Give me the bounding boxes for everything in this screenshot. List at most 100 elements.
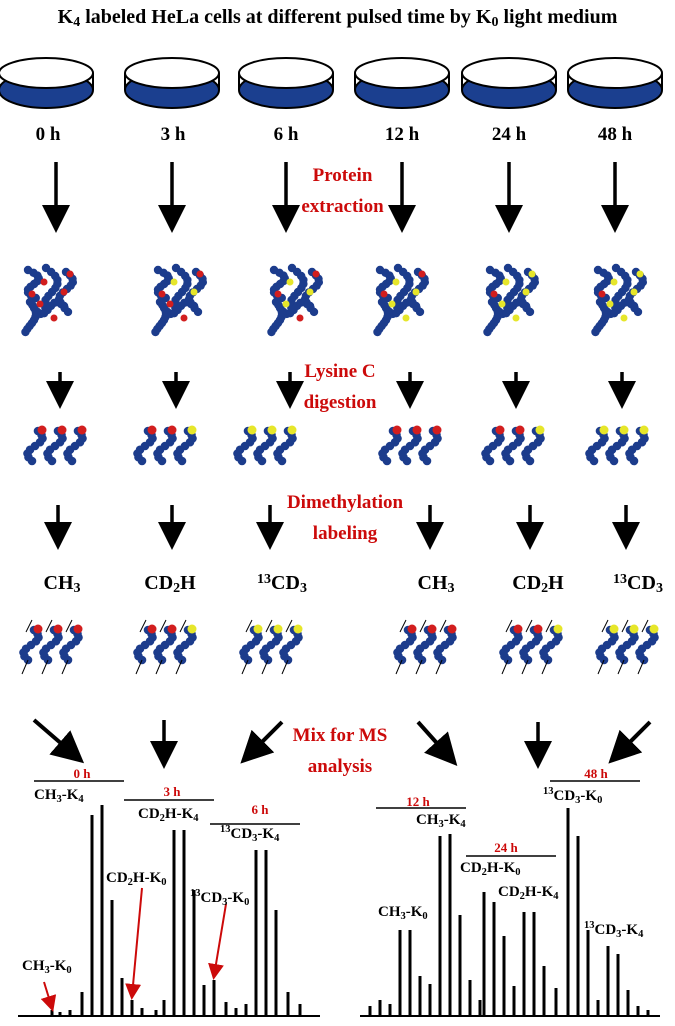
tag-line <box>621 619 629 633</box>
bead <box>277 456 287 466</box>
tag-line <box>135 659 143 675</box>
bead <box>137 456 147 466</box>
bead <box>373 327 382 337</box>
bead <box>629 456 639 466</box>
bead <box>382 456 392 466</box>
red-bead <box>598 290 606 298</box>
protein-blob-icon <box>483 263 540 337</box>
tag-line <box>139 619 147 633</box>
terminal-bead <box>73 624 83 634</box>
terminal-bead <box>629 624 639 634</box>
tag-line <box>25 619 33 633</box>
arrow-to-spectrum-icon <box>416 720 458 766</box>
peak-label-ch3-k4-right: CH3-K4 <box>416 812 466 830</box>
tag-line <box>521 659 529 675</box>
tag-line <box>525 619 533 633</box>
red-bead <box>380 290 388 298</box>
time-label-6h: 6 h <box>273 124 299 145</box>
right-header-48h: 48 h <box>584 766 608 781</box>
red-bead <box>296 314 304 322</box>
red-bead <box>158 290 166 298</box>
yellow-bead <box>502 278 510 286</box>
red-bead <box>36 300 44 308</box>
yellow-bead <box>392 278 400 286</box>
red-bead <box>196 270 204 278</box>
bead <box>267 327 276 337</box>
tag-line <box>545 619 553 633</box>
tag-line <box>597 659 605 675</box>
terminal-bead <box>53 624 63 634</box>
tag-line <box>265 619 273 633</box>
tag-line <box>281 659 289 675</box>
red-arrow-icon <box>40 981 57 1012</box>
bead <box>47 456 57 466</box>
peak-label-cd2h-k4-right: CD2H-K4 <box>498 884 559 902</box>
peak-label-cd2h-k0-left: CD2H-K0 <box>106 870 167 888</box>
protein-blob-icon <box>591 263 648 337</box>
dish-lid-icon <box>238 57 334 89</box>
peptide-group-icon <box>585 425 649 466</box>
terminal-bead <box>253 624 263 634</box>
bead <box>63 307 73 317</box>
terminal-bead <box>495 425 505 435</box>
tag-line <box>399 619 407 633</box>
red-bead <box>418 270 426 278</box>
bead <box>177 456 187 466</box>
label-cd3-a: 13CD3 <box>257 572 307 596</box>
yellow-bead <box>306 288 314 296</box>
label-ch3-b: CH3 <box>417 572 455 596</box>
peptide-group-icon <box>133 425 197 466</box>
yellow-bead <box>636 270 644 278</box>
bead <box>633 307 643 317</box>
tag-line <box>245 619 253 633</box>
terminal-bead <box>432 425 442 435</box>
dish-rim-icon <box>461 73 557 90</box>
bead <box>505 456 515 466</box>
bead <box>67 456 77 466</box>
peak-label-cd3-k0-right: 13CD3-K0 <box>543 786 603 806</box>
terminal-bead <box>649 624 659 634</box>
yellow-bead <box>402 314 410 322</box>
yellow-bead <box>512 314 520 322</box>
tag-line <box>505 619 513 633</box>
yellow-bead <box>190 288 198 296</box>
dish-lid-icon <box>124 57 220 89</box>
time-label-12h: 12 h <box>384 124 420 145</box>
tag-line <box>541 659 549 675</box>
red-bead <box>312 270 320 278</box>
peak-label-cd3-k0-left: 13CD3-K0 <box>190 888 250 908</box>
tag-line <box>641 619 649 633</box>
terminal-bead <box>147 624 157 634</box>
tag-line <box>45 619 53 633</box>
terminal-bead <box>515 425 525 435</box>
terminal-bead <box>447 624 457 634</box>
left-header-6h: 6 h <box>251 802 269 817</box>
tag-line <box>601 619 609 633</box>
yellow-bead <box>620 314 628 322</box>
tag-line <box>637 659 645 675</box>
red-arrow-icon <box>125 887 143 1000</box>
bead <box>402 456 412 466</box>
bead <box>193 307 203 317</box>
terminal-bead <box>619 425 629 435</box>
peak-label-cd2h-k4-left: CD2H-K4 <box>138 806 199 824</box>
tag-line <box>21 659 29 675</box>
terminal-bead <box>77 425 87 435</box>
tag-line <box>61 659 69 675</box>
figure-title: K4 labeled HeLa cells at different pulse… <box>57 6 618 30</box>
yellow-bead <box>630 288 638 296</box>
terminal-bead <box>147 425 157 435</box>
left-header-3h: 3 h <box>163 784 181 799</box>
yellow-bead <box>282 300 290 308</box>
terminal-bead <box>609 624 619 634</box>
bead <box>157 456 167 466</box>
terminal-bead <box>513 624 523 634</box>
left-header-0h: 0 h <box>73 766 91 781</box>
yellow-bead <box>610 278 618 286</box>
peak-label-cd3-k4-right: 13CD3-K4 <box>584 920 644 940</box>
terminal-bead <box>267 425 277 435</box>
bead <box>483 327 492 337</box>
bead <box>485 456 495 466</box>
